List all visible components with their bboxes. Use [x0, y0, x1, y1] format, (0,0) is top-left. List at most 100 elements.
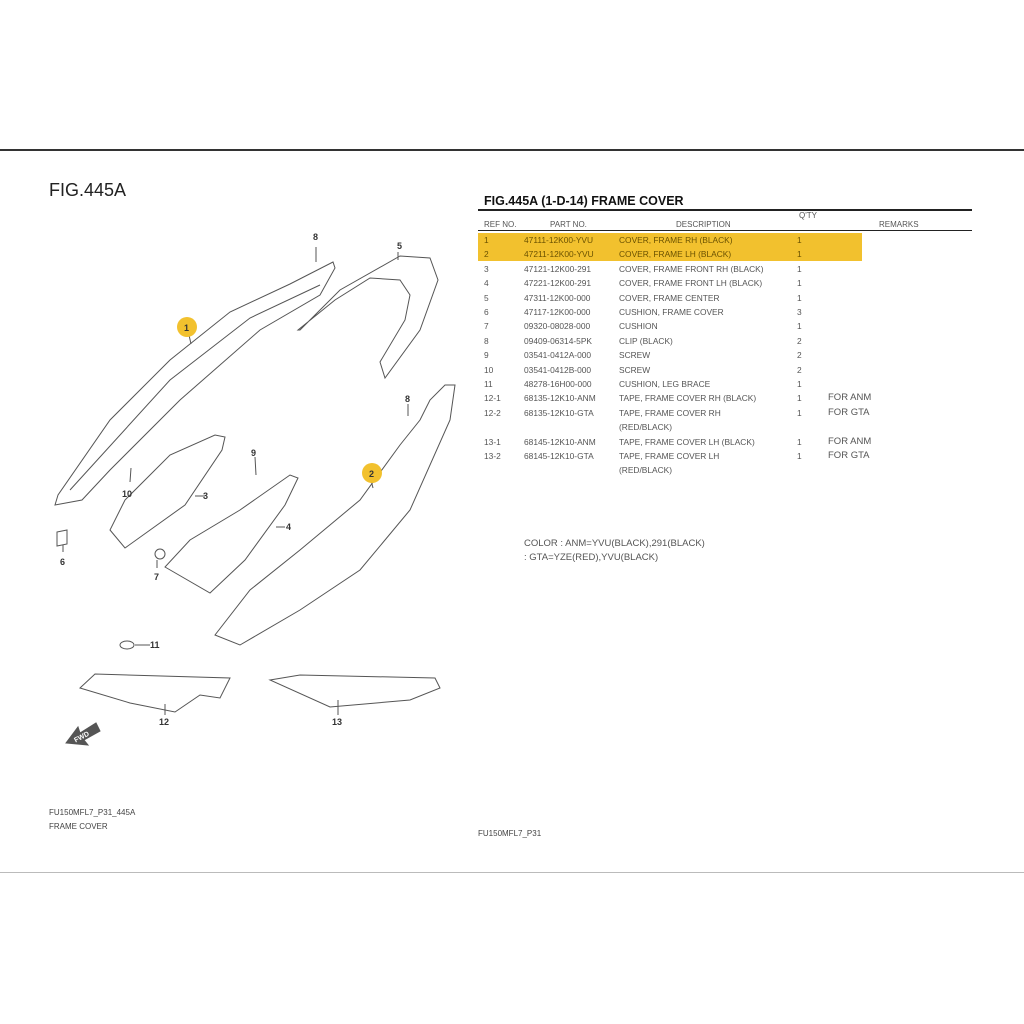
cell-description: TAPE, FRAME COVER RH — [619, 407, 721, 418]
cell-description: CUSHION, LEG BRACE — [619, 379, 711, 389]
cell-part-no: 47311-12K00-000 — [524, 292, 591, 303]
cell-description: TAPE, FRAME COVER LH (BLACK) — [619, 436, 755, 447]
cell-part-no: 47117-12K00-000 — [524, 307, 591, 317]
cell-ref: 2 — [484, 249, 489, 260]
cell-ref: 10 — [484, 364, 494, 375]
table-row: 13-1 68145-12K10-ANM TAPE, FRAME COVER LH … — [478, 435, 972, 449]
callout-4: 4 — [286, 522, 291, 532]
cell-description: SCREW — [619, 350, 651, 361]
callout-6: 6 — [60, 557, 65, 567]
top-divider — [0, 149, 1024, 151]
cell-remarks: FOR ANM — [828, 435, 872, 447]
table-row: 10 03541-0412B-000 SCREW 2 — [478, 363, 972, 377]
callout-highlight-1 — [177, 317, 197, 337]
cell-part-no: 47121-12K00-291 — [524, 263, 592, 274]
cell-qty: 1 — [797, 436, 802, 447]
cell-qty: 2 — [797, 364, 802, 375]
callout-11: 11 — [150, 640, 160, 650]
cell-ref: 7 — [484, 321, 489, 332]
cell-part-no: 09320-08028-000 — [524, 321, 591, 332]
cell-part-no: 47211-12K00-YVU — [524, 249, 594, 260]
color-note-line-2: : GTA=YZE(RED),YVU(BLACK) — [524, 552, 659, 563]
cell-qty: 1 — [797, 407, 802, 418]
cell-ref: 11 — [484, 379, 493, 389]
figure-label: FIG.445A — [49, 180, 127, 200]
cell-description: CUSHION, FRAME COVER — [619, 307, 724, 317]
cell-description-continued: (RED/BLACK) — [619, 465, 673, 476]
part-12-tape-rh — [79, 673, 231, 713]
callout-2: 2 — [369, 469, 374, 479]
cell-part-no: 09409-06314-5PK — [524, 335, 592, 346]
cell-ref: 12-1 — [484, 393, 501, 404]
cell-description: TAPE, FRAME COVER LH — [619, 451, 720, 461]
cell-ref: 6 — [484, 307, 489, 317]
cell-ref: 13-2 — [484, 451, 501, 461]
callout-13: 13 — [332, 717, 342, 727]
part-7-cushion — [154, 548, 166, 560]
callout-12: 12 — [159, 717, 169, 727]
part-2-frame-cover-lh — [214, 384, 456, 646]
cell-qty: 2 — [797, 335, 802, 346]
cell-description: COVER, FRAME FRONT RH (BLACK) — [619, 263, 764, 274]
part-5-frame-cover-center — [296, 255, 439, 380]
cell-ref: 12-2 — [484, 407, 501, 418]
cell-part-no: 03541-0412B-000 — [524, 364, 592, 375]
cell-part-no: 68145-12K10-ANM — [524, 436, 596, 447]
table-row: 3 47121-12K00-291 COVER, FRAME FRONT RH (B… — [478, 262, 972, 276]
cell-ref: 3 — [484, 263, 489, 274]
table-row: 8 09409-06314-5PK CLIP (BLACK) 2 — [478, 334, 972, 348]
cell-qty: 3 — [797, 307, 802, 317]
cell-ref: 13-1 — [484, 436, 501, 447]
cell-description: CUSHION — [619, 321, 658, 332]
cell-description: COVER, FRAME FRONT LH (BLACK) — [619, 278, 763, 289]
cell-qty: 1 — [797, 393, 802, 404]
header-ref: REF NO. — [484, 220, 517, 229]
cell-description-continued: (RED/BLACK) — [619, 422, 673, 433]
parts-diagram: 1 2 3 4 5 6 7 8 8 9 10 11 12 13 FWD — [54, 232, 456, 746]
cell-remarks: FOR ANM — [828, 392, 872, 404]
cell-ref: 1 — [484, 235, 489, 245]
cell-ref: 5 — [484, 292, 489, 303]
header-description: DESCRIPTION — [676, 220, 731, 229]
table-top-rule — [478, 209, 972, 211]
part-6-cushion — [56, 529, 68, 547]
callout-8-right: 8 — [405, 394, 410, 404]
fwd-arrow-icon — [65, 722, 101, 746]
header-remarks: REMARKS — [879, 220, 919, 229]
cell-part-no: 47221-12K00-291 — [524, 278, 592, 289]
cell-ref: 9 — [484, 350, 489, 361]
part-3-frame-front-rh — [109, 434, 226, 549]
callout-highlight-2 — [362, 463, 382, 483]
cell-ref: 4 — [484, 278, 489, 289]
callout-10: 10 — [122, 489, 132, 499]
cell-ref: 8 — [484, 335, 489, 346]
cell-qty: 2 — [797, 350, 802, 361]
part-1-frame-cover-rh — [54, 261, 336, 506]
table-header-rule — [478, 230, 972, 231]
color-note-line-1: COLOR : ANM=YVU(BLACK),291(BLACK) — [524, 538, 705, 549]
cell-qty: 1 — [797, 249, 802, 260]
footer-left-code: FU150MFL7_P31_445A — [49, 808, 136, 817]
bottom-divider — [0, 872, 1024, 873]
cell-qty: 1 — [797, 278, 802, 289]
table-title: FIG.445A (1-D-14) FRAME COVER — [484, 194, 684, 208]
cell-remarks: FOR GTA — [828, 450, 870, 461]
cell-remarks: FOR GTA — [828, 406, 870, 418]
cell-part-no: 47111-12K00-YVU — [524, 235, 594, 245]
part-13-tape-lh — [268, 674, 441, 708]
callout-9: 9 — [251, 448, 256, 458]
cell-description: CLIP (BLACK) — [619, 335, 673, 346]
footer-right-code: FU150MFL7_P31 — [478, 829, 542, 838]
cell-description: SCREW — [619, 364, 651, 375]
cell-part-no: 68135-12K10-ANM — [524, 393, 596, 404]
cell-qty: 1 — [797, 379, 802, 389]
callout-7: 7 — [154, 572, 159, 582]
cell-qty: 1 — [797, 235, 802, 245]
footer-left-name: FRAME COVER — [49, 822, 108, 831]
cell-part-no: 68145-12K10-GTA — [524, 451, 594, 461]
cell-description: COVER, FRAME CENTER — [619, 292, 720, 303]
